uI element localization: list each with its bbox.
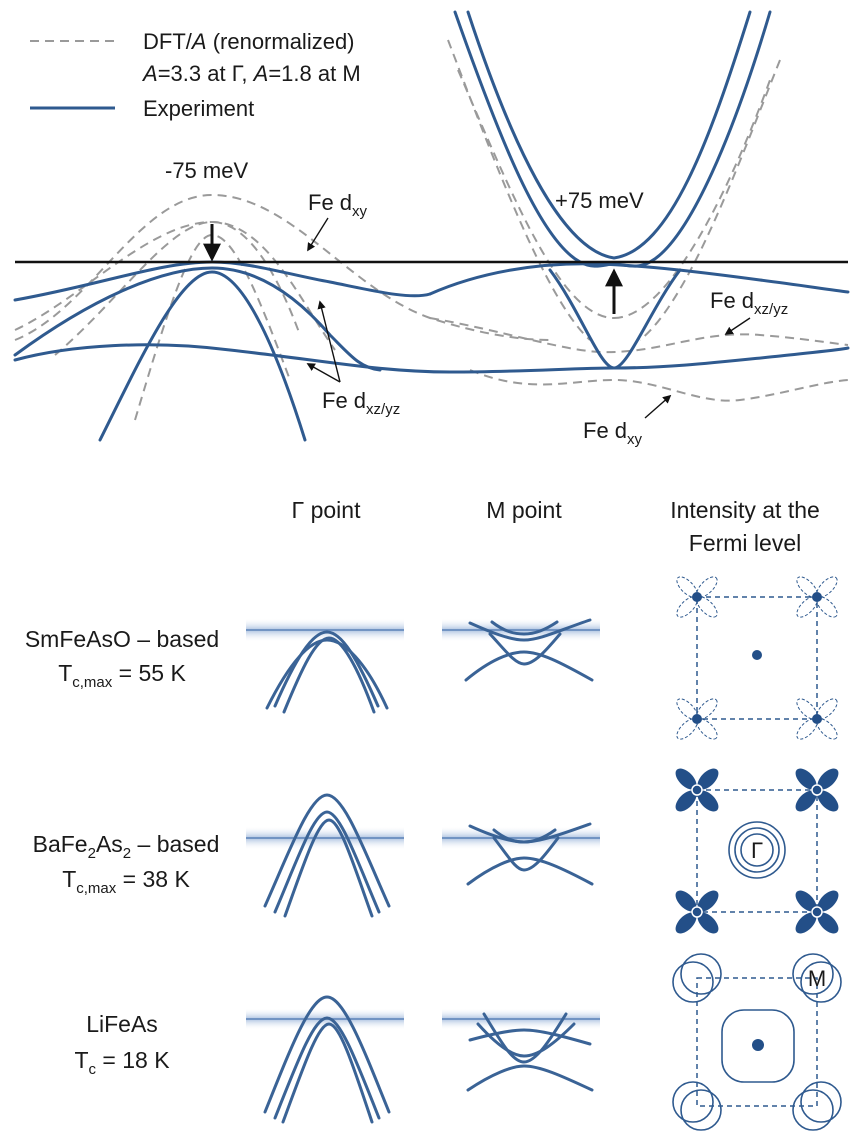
row3-gamma-band-1 [263, 995, 391, 1114]
row-lifeas: LiFeAs Tc = 18 K M [74, 953, 842, 1131]
row3-gamma-dot [752, 1039, 764, 1051]
row3-m-band-1 [468, 1028, 592, 1046]
row1-corner-tr [796, 576, 838, 618]
exp-band-gamma-outer [13, 260, 432, 302]
row1-m-band-1 [468, 618, 592, 642]
fe-dxzyz-m-pointer [724, 317, 751, 335]
row2-m-band-2 [492, 828, 557, 844]
legend-dft-label: DFT/A (renormalized) [143, 29, 355, 54]
fe-dxzyz-gamma-pointer1 [317, 300, 341, 383]
row3-gamma-band-3 [281, 1022, 374, 1124]
row-bafe2as2-name: BaFe2As2 – based [33, 831, 220, 862]
row-smfeaso-tc: Tc,max = 55 K [58, 660, 186, 691]
row2-corner-tl [675, 768, 719, 812]
row2-corner-bl [675, 890, 719, 934]
dft-band-m-flat [429, 317, 849, 354]
exp-band-m-inner [466, 10, 752, 260]
row3-corner-tl [672, 953, 722, 1003]
row-bafe2as2: BaFe2As2 – based Tc,max = 38 K Γ [33, 768, 839, 934]
row2-corner-tr [795, 768, 839, 812]
header-intensity-line2: Fermi level [689, 530, 801, 556]
dft-band-gamma-outer [14, 193, 551, 341]
row3-m-band-3 [476, 1022, 576, 1058]
row3-corner-tr: M [792, 953, 842, 1003]
row-bafe2as2-tc: Tc,max = 38 K [62, 866, 190, 897]
row2-gamma-band-3 [283, 818, 374, 918]
row2-m-band-4 [466, 856, 594, 886]
header-m-point: M point [486, 497, 562, 523]
row2-bz-boundary [696, 789, 818, 913]
row3-fermi-surface: M [672, 953, 842, 1131]
dft-band-gamma-mid [14, 220, 336, 351]
row-smfeaso: SmFeAsO – based Tc,max = 55 K [25, 576, 838, 740]
row1-m-band-3 [488, 632, 562, 666]
exp-band-long-upper [428, 262, 850, 296]
exp-band-m-lower [548, 268, 682, 370]
row-lifeas-tc: Tc = 18 K [74, 1047, 170, 1078]
row2-gamma-pocket: Γ [728, 821, 786, 879]
row1-gamma-band-3 [265, 638, 389, 710]
row1-gamma-band-2 [282, 636, 376, 714]
row2-gamma-label: Γ [751, 838, 763, 863]
exp-band-gamma-inner [98, 270, 307, 442]
row2-gamma-band-2 [273, 810, 381, 914]
exp-band-long-lower [13, 343, 850, 374]
row3-m-band-4 [466, 1064, 594, 1092]
row1-corner-br [796, 698, 838, 740]
row3-bz-boundary [696, 977, 818, 1107]
row3-gamma-band-2 [273, 1016, 381, 1120]
legend-experiment-label: Experiment [143, 96, 254, 121]
row-lifeas-name: LiFeAs [86, 1011, 158, 1037]
fe-dxzyz-m-label: Fe dxz/yz [710, 288, 788, 318]
row1-m-band-2 [490, 620, 559, 636]
row1-m-band-4 [464, 650, 594, 682]
fe-dxzyz-gamma-label: Fe dxz/yz [322, 388, 400, 418]
gamma-shift-label: -75 meV [165, 158, 248, 183]
dft-band-m-right-1 [639, 59, 781, 341]
row2-fermi-surface: Γ [675, 768, 839, 934]
header-intensity-line1: Intensity at the [670, 497, 820, 523]
row-smfeaso-name: SmFeAsO – based [25, 626, 219, 652]
legend: DFT/A (renormalized) A=3.3 at Γ, A=1.8 a… [30, 29, 361, 121]
m-shift-label: +75 meV [555, 188, 644, 213]
row3-corner-br [792, 1081, 842, 1131]
row2-corner-br [795, 890, 839, 934]
exp-band-gamma-mid [13, 266, 382, 372]
column-headers: Γ point M point Intensity at the Fermi l… [292, 497, 820, 556]
legend-dft-sublabel: A=3.3 at Γ, A=1.8 at M [141, 61, 361, 86]
row1-gamma-dot [752, 650, 762, 660]
dft-band-m-bottom [469, 369, 849, 402]
row2-gamma-band-1 [263, 793, 391, 908]
row1-fermi-surface [676, 576, 838, 740]
dft-band-m-left-2 [457, 69, 615, 319]
fe-dxy-gamma-pointer [307, 217, 329, 252]
row3-gamma-pocket [721, 1009, 795, 1083]
header-gamma-point: Γ point [292, 497, 362, 523]
row3-m-label: M [808, 966, 826, 991]
dft-band-m-right-2 [613, 79, 771, 319]
band-plot: -75 meV +75 meV Fe dxy Fe dxz/yz Fe dxz/… [13, 10, 850, 448]
fe-dxy-m-pointer [644, 394, 672, 419]
row1-bz-boundary [696, 596, 818, 720]
row3-corner-bl [672, 1081, 722, 1131]
row2-m-band-3 [492, 836, 560, 872]
exp-band-m-outer [453, 10, 772, 268]
row1-corner-bl [676, 698, 718, 740]
row3-m-band-2 [482, 1012, 568, 1064]
fe-dxy-gamma-label: Fe dxy [308, 190, 368, 220]
fe-dxzyz-gamma-pointer2 [306, 363, 341, 383]
fe-dxy-m-label: Fe dxy [583, 418, 643, 448]
row1-corner-tl [676, 576, 718, 618]
row1-gamma-band-1 [273, 630, 380, 708]
